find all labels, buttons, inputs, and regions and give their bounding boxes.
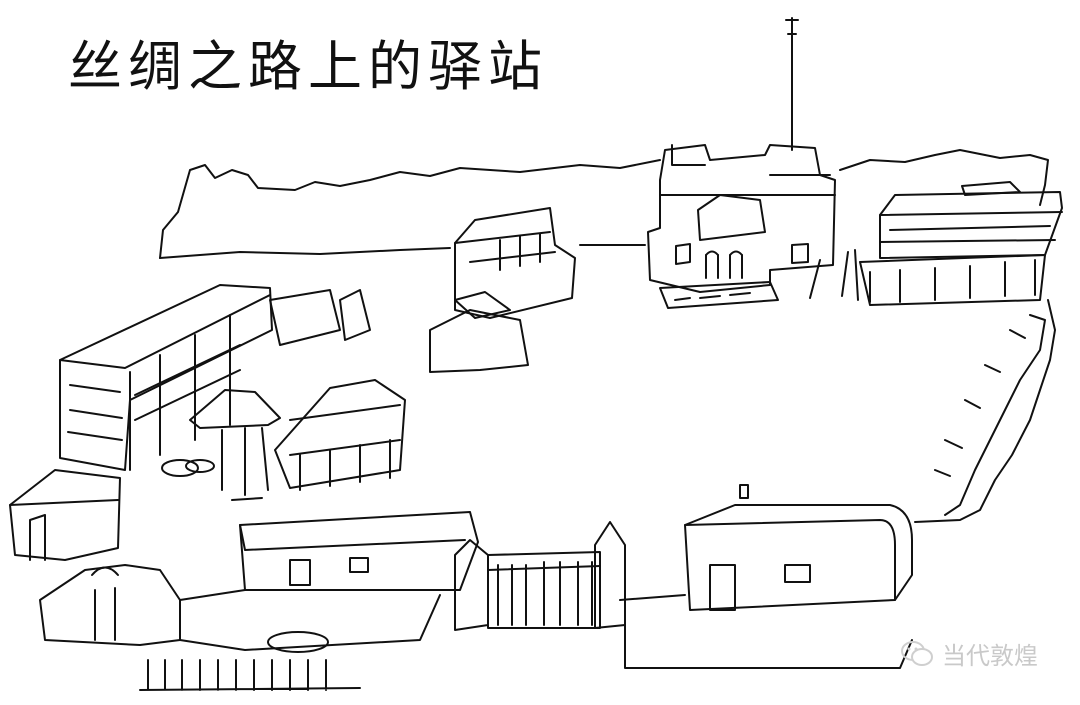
- left-front-house: [9, 469, 121, 561]
- back-wall: [159, 149, 1049, 259]
- watermark: 当代敦煌: [900, 636, 1038, 671]
- main-gate: [454, 539, 489, 631]
- fort: [647, 144, 836, 293]
- round-table: [267, 631, 329, 653]
- back-wall-base: [159, 247, 451, 259]
- right-front-house: [684, 504, 913, 611]
- left-long-building: [59, 284, 273, 471]
- wechat-icon: [901, 640, 933, 666]
- right-wall: [914, 299, 1056, 523]
- center-building: [454, 207, 576, 319]
- stable: [274, 379, 406, 489]
- well-tower: [189, 389, 281, 429]
- right-building: [879, 191, 1063, 259]
- front-fence: [139, 659, 361, 691]
- page-title: 丝绸之路上的驿站: [68, 35, 548, 98]
- watermark-text: 当代敦煌: [942, 642, 1038, 670]
- front-house: [239, 511, 479, 591]
- front-left-wall: [39, 564, 181, 646]
